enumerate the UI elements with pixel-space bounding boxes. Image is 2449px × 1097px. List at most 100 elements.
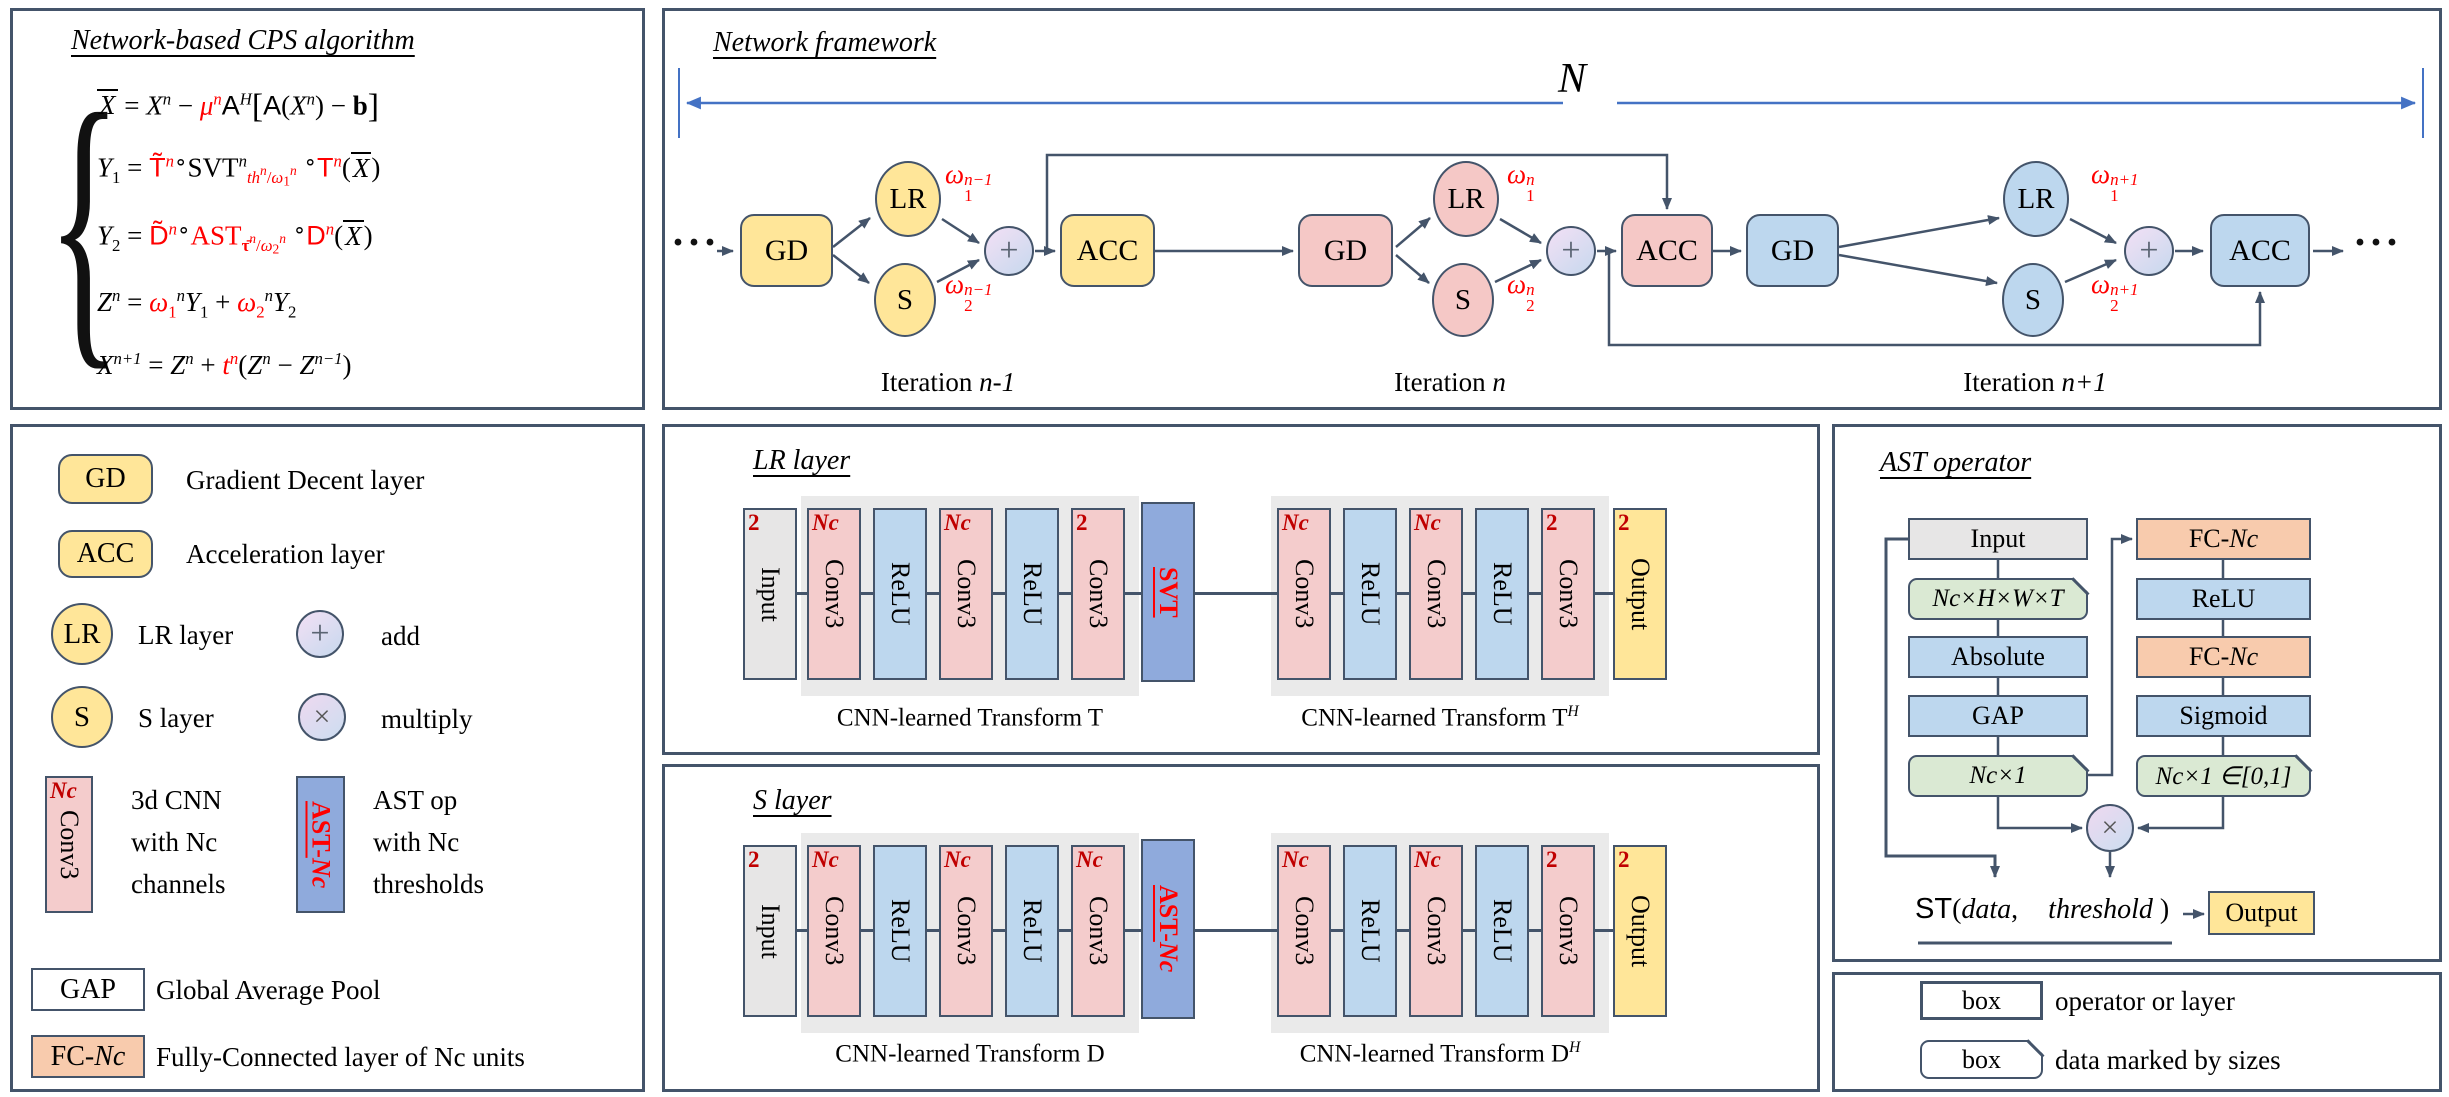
operator-box-text: operator or layer: [2055, 986, 2235, 1016]
connector: [1331, 929, 1343, 932]
n-depth-label: N: [1558, 56, 1587, 102]
s-layer-title: S layer: [753, 785, 832, 816]
lr-layer-node: LR: [875, 161, 941, 237]
connector: [927, 592, 939, 595]
add-node: +: [984, 226, 1034, 276]
gd-layer-box: GD: [1746, 214, 1839, 287]
transform-caption: CNN-learned Transform T: [836, 704, 1104, 732]
relu-box: ReLU: [1475, 508, 1529, 680]
connector: [1463, 592, 1475, 595]
ast-input-box: Input: [1908, 518, 2088, 560]
connector: [1397, 592, 1409, 595]
add-node: +: [1546, 226, 1596, 276]
box-legend-panel: box operator or layer box data marked by…: [1832, 972, 2442, 1092]
iteration-caption: Iteration n-1: [880, 367, 1016, 397]
relu-box: ReLU: [1343, 508, 1397, 680]
connector: [795, 929, 809, 932]
multiply-node: ×: [2086, 804, 2134, 852]
connector: [1529, 929, 1541, 932]
legend-gd-box: GD: [58, 454, 153, 504]
gd-layer-box: GD: [1298, 214, 1393, 287]
legend-ast-box: AST-Nc: [296, 776, 345, 913]
connector: [1595, 592, 1613, 595]
vector-box: Nc×1: [1908, 754, 2089, 797]
connector: [1463, 929, 1475, 932]
iteration-caption: Iteration n: [1394, 367, 1506, 397]
connector: [1595, 929, 1613, 932]
legend-multiply-node: ×: [298, 693, 346, 741]
relu-box: ReLU: [1005, 508, 1059, 680]
framework-title: Network framework: [713, 27, 937, 58]
vector-range-box: Nc×1 ∈[0,1]: [2136, 754, 2312, 797]
acc-layer-box: ACC: [1621, 214, 1713, 287]
legend-add-node: +: [296, 610, 344, 658]
connector: [1195, 929, 1277, 932]
connector: [993, 592, 1005, 595]
gd-layer-box: GD: [740, 214, 833, 287]
legend-fc-box: FC-Nc: [31, 1035, 145, 1078]
fc-box: FC-Nc: [2136, 636, 2311, 678]
transform-caption: CNN-learned Transform DH: [1299, 1039, 1581, 1068]
connector: [1397, 929, 1409, 932]
relu-box: ReLU: [2136, 578, 2311, 620]
ast-wires-svg: [1884, 534, 2225, 945]
connector: [993, 929, 1005, 932]
equation-line: Xn+1 = Zn + tn(Zn − Zn−1): [97, 349, 352, 381]
ast-output-box: Output: [2208, 891, 2315, 935]
connector: [1125, 592, 1141, 595]
equation-line: Zn = ω1nY1 + ω2nY2: [97, 286, 297, 322]
legend-gd-text: Gradient Decent layer: [186, 465, 425, 495]
legend-lr-text: LR layer: [138, 620, 234, 650]
legend-lr-node: LR: [51, 603, 113, 665]
sigmoid-box: Sigmoid: [2136, 695, 2311, 737]
operator-box-sample: box: [1920, 981, 2043, 1020]
transform-caption: CNN-learned Transform D: [835, 1040, 1105, 1068]
legend-gap-box: GAP: [31, 968, 145, 1011]
data-box-sample: box: [1920, 1039, 2044, 1079]
ast-box: AST-Nc: [1141, 839, 1195, 1019]
ast-dims-box: Nc×H×W×T: [1908, 577, 2089, 620]
lr-layer-node: LR: [1433, 161, 1499, 237]
s-layer-node: S: [2002, 263, 2064, 337]
entry-ellipsis: ···: [671, 220, 720, 266]
add-node: +: [2124, 226, 2174, 276]
legend-panel: GD Gradient Decent layer ACC Acceleratio…: [10, 424, 645, 1092]
acc-layer-box: ACC: [2210, 214, 2310, 287]
fc-box: FC-Nc: [2136, 518, 2311, 560]
relu-box: ReLU: [873, 508, 927, 680]
relu-box: ReLU: [873, 845, 927, 1017]
connector: [1331, 592, 1343, 595]
exit-ellipsis: ···: [2353, 220, 2402, 266]
gap-box: GAP: [1908, 695, 2088, 737]
algorithm-title: Network-based CPS algorithm: [71, 25, 415, 56]
legend-acc-box: ACC: [58, 530, 153, 578]
iteration-caption: Iteration n+1: [1963, 367, 2107, 397]
ast-operator-title: AST operator: [1880, 447, 2032, 478]
legend-gap-text: Global Average Pool: [156, 975, 381, 1005]
svt-box: SVT: [1141, 502, 1195, 682]
legend-multiply-text: multiply: [381, 704, 473, 734]
connector: [1529, 592, 1541, 595]
connector: [1195, 592, 1277, 595]
framework-panel: Network framework: [662, 8, 2442, 410]
st-expression: ST(data,threshold ): [1915, 893, 2170, 925]
relu-box: ReLU: [1005, 845, 1059, 1017]
s-layer-node: S: [874, 263, 936, 337]
